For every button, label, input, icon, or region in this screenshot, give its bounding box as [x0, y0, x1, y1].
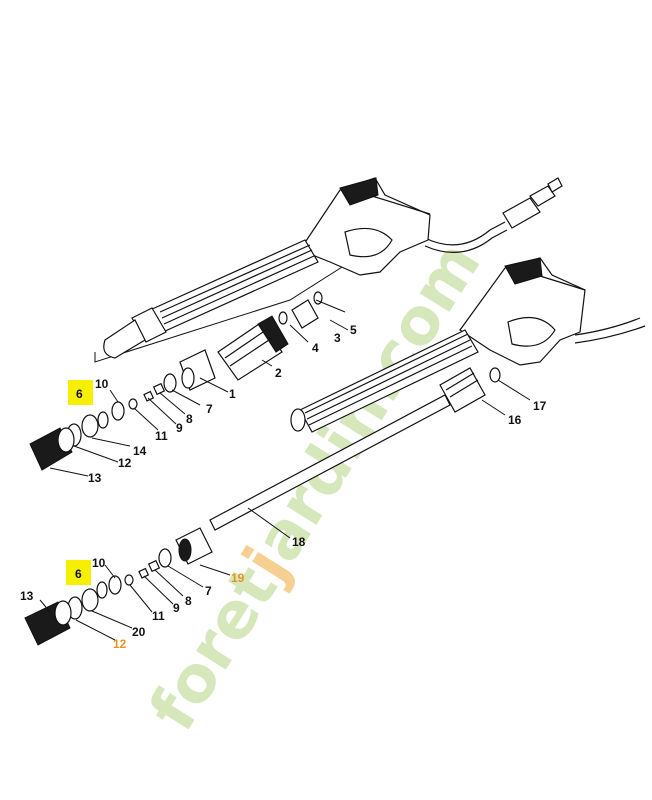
upper-part-14	[81, 414, 99, 438]
upper-hose	[424, 221, 506, 246]
lower-label-19: 19	[231, 571, 245, 585]
lower-part-6	[96, 581, 108, 599]
lower-label-20: 20	[132, 625, 146, 639]
upper-label-1: 1	[229, 387, 236, 401]
lower-part-16	[439, 367, 486, 413]
upper-label-11: 11	[155, 429, 168, 443]
upper-part-7	[163, 373, 177, 393]
lower-part-20	[81, 588, 99, 612]
lower-part-9	[138, 567, 150, 579]
lower-label-12: 12	[113, 637, 127, 651]
upper-label-10: 10	[95, 377, 109, 391]
upper-part-3	[291, 299, 319, 329]
upper-highlight-6	[68, 380, 93, 405]
lower-part-18	[209, 394, 451, 531]
lower-lance-end	[290, 408, 306, 432]
upper-label-6: 6	[76, 387, 83, 401]
lower-label-7: 7	[205, 584, 212, 598]
upper-part-5	[313, 291, 323, 305]
upper-label-7: 7	[206, 402, 213, 416]
upper-label-3: 3	[334, 331, 341, 345]
lower-part-10	[108, 575, 122, 595]
lower-label-11: 11	[152, 609, 165, 623]
upper-part-4	[278, 311, 288, 325]
lower-label-18: 18	[292, 535, 306, 549]
upper-label-12: 12	[118, 456, 132, 470]
upper-label-9: 9	[176, 421, 183, 435]
lower-label-16: 16	[508, 413, 522, 427]
upper-part-13	[29, 427, 75, 471]
upper-label-5: 5	[350, 323, 357, 337]
upper-part-9	[143, 390, 155, 402]
upper-part-2	[217, 315, 289, 381]
upper-part-10	[111, 401, 125, 421]
lower-label-8: 8	[185, 594, 192, 608]
lower-label-13: 13	[20, 589, 34, 603]
upper-part-11	[128, 398, 138, 410]
upper-label-13: 13	[88, 471, 102, 485]
lower-part-11	[124, 574, 134, 586]
upper-label-8: 8	[186, 412, 193, 426]
lower-label-10: 10	[92, 556, 106, 570]
lower-part-19	[175, 527, 213, 565]
upper-part-6	[97, 411, 109, 429]
watermark-text-1: foret	[136, 554, 293, 744]
upper-outline	[94, 261, 351, 363]
lower-hose	[574, 317, 641, 336]
lower-part-8	[147, 559, 161, 573]
lower-assembly: 6 10 17 16 18 19 7 8 9 11 20 12 13	[20, 257, 646, 651]
lower-gun-body	[459, 257, 586, 366]
upper-gun-body	[299, 177, 431, 276]
lower-part-7	[158, 548, 172, 568]
lower-highlight-6	[66, 560, 91, 585]
upper-label-14: 14	[133, 444, 147, 458]
upper-part-8	[152, 382, 166, 396]
lower-label-17: 17	[533, 399, 547, 413]
upper-label-2: 2	[275, 366, 282, 380]
lower-label-6: 6	[75, 567, 82, 581]
lower-part-13	[24, 600, 72, 646]
upper-lance-tip	[103, 319, 146, 359]
lower-lance	[299, 329, 479, 433]
lower-part-17	[489, 367, 501, 383]
upper-hose-coupling	[502, 177, 563, 229]
lower-label-9: 9	[173, 601, 180, 615]
upper-label-4: 4	[312, 341, 319, 355]
upper-assembly: 6 10 5 3 4 2 1 7 8 9 11 14 12 13	[29, 177, 563, 485]
